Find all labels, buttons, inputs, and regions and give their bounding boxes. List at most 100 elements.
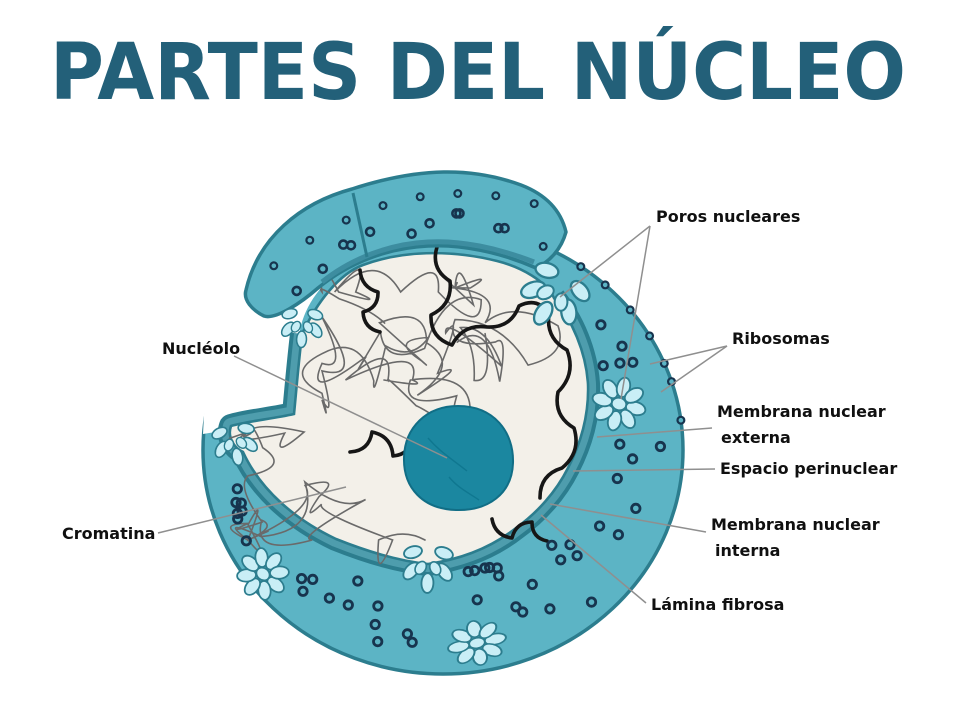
ribosome-dot <box>479 562 491 574</box>
ribosome-dot <box>611 472 623 485</box>
chromatin-strand <box>301 268 503 414</box>
ribosome-dot <box>614 357 626 369</box>
ribosome-dot <box>614 438 626 450</box>
label-membrana-interna-line2: interna <box>715 541 780 560</box>
leader-lamina <box>540 514 647 604</box>
ribosome-dot <box>372 635 384 648</box>
ribosome-dot <box>597 360 609 372</box>
label-ribosomas: Ribosomas <box>732 329 830 348</box>
ribosome-dot <box>493 570 505 582</box>
ribosome-dot <box>341 215 351 225</box>
ribosome-dot <box>291 285 303 297</box>
leader-ribosomas-1 <box>649 345 728 365</box>
ribosome-dot <box>230 496 242 509</box>
ribosome-dot <box>510 601 522 613</box>
ribosome-dot <box>305 235 315 245</box>
leader-espacio <box>572 468 716 472</box>
ribosome-dot <box>676 415 686 425</box>
chromatin-strand-dark <box>490 517 549 543</box>
leader-nucleolo <box>233 355 448 459</box>
ribosome-dot <box>415 192 425 202</box>
ribosome-dot <box>630 502 642 514</box>
flap-seam <box>351 192 369 258</box>
ribosome-dot <box>364 226 376 238</box>
ribosome-dot <box>297 585 309 597</box>
label-cromatina: Cromatina <box>62 524 155 543</box>
leader-membrana-interna <box>549 503 707 533</box>
ribosome-dot <box>612 529 625 541</box>
ribosome-dot <box>544 603 556 615</box>
ribosome-dot <box>378 201 388 211</box>
ribosome-dot <box>372 600 384 612</box>
ribosome-dot <box>585 596 598 608</box>
ribosome-dot <box>499 222 510 234</box>
ribosome-dot <box>462 565 474 578</box>
ribosome-dot <box>564 538 576 551</box>
ribosome-dot <box>317 263 329 275</box>
ribosome-dot <box>616 340 628 352</box>
ribosome-dot <box>595 319 607 331</box>
ribosome-dot <box>526 578 538 591</box>
label-poros-nucleares: Poros nucleares <box>656 207 800 226</box>
label-nucleolo: Nucléolo <box>162 339 240 358</box>
ribosome-dot <box>269 261 279 271</box>
ribosome-dot <box>406 636 418 648</box>
label-espacio-perinuclear: Espacio perinuclear <box>720 459 897 478</box>
ribosome-dot <box>232 513 244 525</box>
ribosome-dot <box>295 572 308 585</box>
ribosome-dot <box>626 453 639 465</box>
ribosome-dot <box>342 599 354 611</box>
ribosome-dot <box>529 199 539 209</box>
ribosome-dot <box>625 305 635 315</box>
leader-cromatina <box>157 486 347 534</box>
ribosome-dot <box>654 440 667 453</box>
label-membrana-interna-line1: Membrana nuclear <box>711 515 880 534</box>
ribosome-dot <box>471 594 483 606</box>
leader-poros-2 <box>620 225 651 400</box>
chromatin-strand-dark <box>429 245 578 500</box>
label-membrana-externa-line2: externa <box>721 428 791 447</box>
ribosome-dot <box>491 191 501 201</box>
ribosome-dot <box>493 222 504 234</box>
label-lamina-fibrosa: Lámina fibrosa <box>651 595 784 614</box>
ribosome-dot <box>627 356 639 368</box>
leader-membrana-externa <box>596 427 713 438</box>
ribosome-dots <box>230 189 686 648</box>
ribosome-dot <box>307 573 319 586</box>
ribosome-dot <box>517 606 529 618</box>
flap-underside-edge <box>320 239 535 284</box>
ribosome-dot <box>546 539 558 551</box>
ribosome-dot <box>454 208 465 219</box>
ribosome-dot <box>231 483 243 495</box>
leader-ribosomas-2 <box>660 345 728 393</box>
ribosome-dot <box>345 240 357 251</box>
nucleolus-shape <box>402 404 515 512</box>
chromatin-strand-dark <box>358 268 382 334</box>
ribosome-dot <box>424 218 435 229</box>
ribosome-dot <box>600 280 610 290</box>
chromatin-squiggles <box>228 245 578 565</box>
diagram-labels: Poros nucleares Ribosomas Membrana nucle… <box>62 207 897 614</box>
ribosome-dot <box>571 550 583 562</box>
ribosome-dot <box>538 241 548 251</box>
ribosome-dot <box>645 331 655 341</box>
ribosome-dot <box>240 535 252 547</box>
page-title: PARTES DEL NÚCLEO <box>50 26 906 118</box>
ribosome-dot <box>555 554 567 566</box>
chromatin-strand <box>228 425 426 565</box>
ribosome-dot <box>401 628 413 640</box>
label-membrana-externa-line1: Membrana nuclear <box>717 402 886 421</box>
ribosome-dot <box>406 228 417 239</box>
membrane-flap <box>243 170 568 319</box>
ribosome-dot <box>593 520 606 532</box>
ribosome-dot <box>576 262 586 272</box>
ribosome-dot <box>369 618 381 631</box>
ribosome-dot <box>323 592 335 604</box>
leader-poros-1 <box>559 225 651 298</box>
ribosome-dot <box>453 189 463 199</box>
ribosome-dot <box>469 564 481 577</box>
ribosome-dot <box>352 575 364 587</box>
chromatin-strand <box>439 272 561 382</box>
